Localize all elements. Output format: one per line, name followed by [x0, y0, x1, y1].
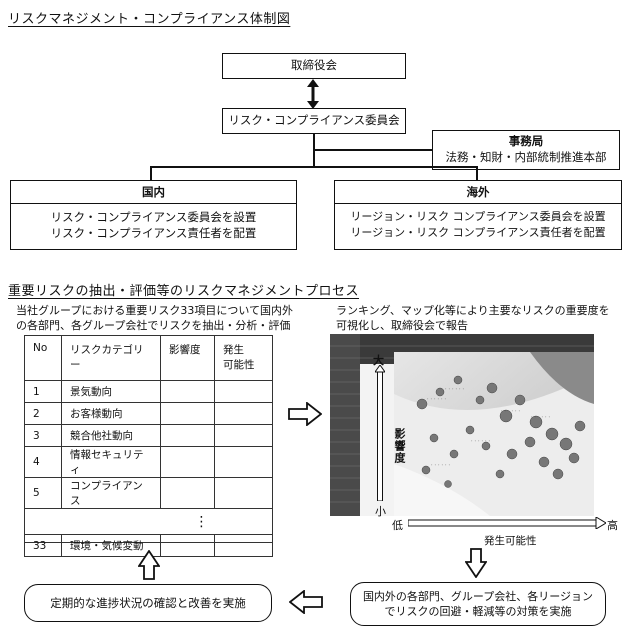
- row-impact: [160, 477, 215, 509]
- row-probability: [214, 402, 273, 425]
- step1-line-1: 当社グループにおける重要リスク33項目について国内外: [16, 304, 294, 317]
- row-probability: [214, 446, 273, 478]
- board-box: 取締役会: [222, 53, 406, 79]
- row-no: 4: [24, 446, 62, 478]
- step2-line-1: ランキング、マップ化等により主要なリスクの重要度を: [336, 304, 610, 317]
- down-arrow-icon: [465, 548, 487, 578]
- step4-box: 定期的な進捗状況の確認と改善を実施: [24, 584, 272, 622]
- x-axis-low-label: 低: [392, 519, 403, 532]
- table-ellipsis: ⋮: [194, 513, 209, 530]
- header-probability-label: 発生 可能性: [223, 344, 255, 371]
- y-axis-label: 影響度: [393, 428, 406, 464]
- domestic-title: 国内: [11, 181, 296, 204]
- row-impact: [160, 424, 215, 447]
- secretariat-link-line: [313, 149, 432, 151]
- row-probability: [214, 380, 273, 403]
- row-category: 景気動向: [61, 380, 161, 403]
- domestic-line-2: リスク・コンプライアンス責任者を配置: [50, 226, 257, 241]
- row-impact: [160, 380, 215, 403]
- committee-label: リスク・コンプライアンス委員会: [228, 113, 400, 128]
- domestic-drop-line: [150, 166, 152, 180]
- overseas-box: 海外 リージョン・リスク コンプライアンス委員会を設置 リージョン・リスク コン…: [334, 180, 622, 250]
- svg-text:・・・・・・: ・・・・・・: [444, 387, 465, 391]
- y-axis-high-label: 大: [373, 354, 384, 367]
- secretariat-title: 事務局: [508, 134, 544, 149]
- step3-line-2: でリスクの回避・軽減等の対策を実施: [384, 605, 572, 618]
- svg-text:・・・・・・: ・・・・・・: [426, 397, 447, 401]
- row-category: 環境・気候変動: [61, 534, 161, 557]
- step1-text: 当社グループにおける重要リスク33項目について国内外 の各部門、各グループ会社で…: [16, 303, 316, 334]
- overseas-drop-line: [476, 166, 478, 180]
- left-arrow-icon: [289, 590, 323, 614]
- header-probability: 発生 可能性: [214, 335, 273, 381]
- row-category: コンプライアンス: [61, 477, 161, 509]
- row-no: 1: [24, 380, 62, 403]
- overseas-line-2: リージョン・リスク コンプライアンス責任者を配置: [350, 225, 606, 239]
- overseas-title: 海外: [335, 181, 621, 204]
- row-no: 2: [24, 402, 62, 425]
- secretariat-box: 事務局 法務・知財・内部統制推進本部: [432, 130, 620, 170]
- header-impact: 影響度: [160, 335, 215, 381]
- row-category: 情報セキュリティ: [61, 446, 161, 478]
- table-header-row: No リスクカテゴリー 影響度 発生 可能性: [24, 335, 273, 381]
- committee-box: リスク・コンプライアンス委員会: [222, 108, 406, 134]
- row-impact: [160, 534, 215, 557]
- risk-map-image: ・・・・・・・・・・・・ ・・・・・・・・・・・・ ・・・・・・・・・・・・: [330, 334, 594, 516]
- up-arrow-icon: [138, 550, 160, 580]
- right-arrow-icon: [288, 402, 322, 426]
- x-axis-label: 発生可能性: [484, 535, 537, 547]
- row-probability: [214, 477, 273, 509]
- branch-line: [150, 166, 477, 168]
- step3-line-1: 国内外の各部門、グループ会社、各リージョン: [362, 589, 594, 603]
- process-title: 重要リスクの抽出・評価等のリスクマネジメントプロセス: [8, 284, 360, 299]
- row-probability: [214, 424, 273, 447]
- y-axis-low-label: 小: [375, 505, 386, 518]
- svg-text:・・・・・・: ・・・・・・: [500, 409, 521, 413]
- domestic-line-1: リスク・コンプライアンス委員会を設置: [50, 210, 257, 224]
- row-category: お客様動向: [61, 402, 161, 425]
- row-no: 5: [24, 477, 62, 509]
- table-gap-row: ⋮: [24, 508, 273, 535]
- svg-text:・・・・・・: ・・・・・・: [530, 415, 551, 419]
- y-axis-arrow: [375, 365, 385, 501]
- row-impact: [160, 446, 215, 478]
- row-impact: [160, 402, 215, 425]
- row-no: 3: [24, 424, 62, 447]
- step2-line-2: 可視化し、取締役会で報告: [336, 319, 468, 333]
- step1-line-2: の各部門、各グループ会社でリスクを抽出・分析・評価: [16, 319, 291, 333]
- double-arrow-icon: [307, 79, 319, 109]
- secretariat-body: 法務・知財・内部統制推進本部: [445, 150, 607, 164]
- svg-text:・・・・・・: ・・・・・・: [470, 439, 491, 443]
- step2-text: ランキング、マップ化等により主要なリスクの重要度を 可視化し、取締役会で報告: [336, 303, 631, 334]
- row-category: 競合他社動向: [61, 424, 161, 447]
- board-label: 取締役会: [291, 58, 337, 73]
- x-axis-high-label: 高: [607, 519, 618, 532]
- step4-label: 定期的な進捗状況の確認と改善を実施: [50, 595, 246, 610]
- header-category: リスクカテゴリー: [61, 335, 161, 381]
- domestic-box: 国内 リスク・コンプライアンス委員会を設置 リスク・コンプライアンス責任者を配置: [10, 180, 297, 250]
- x-axis-arrow: [408, 517, 606, 529]
- step3-box: 国内外の各部門、グループ会社、各リージョン でリスクの回避・軽減等の対策を実施: [350, 582, 606, 626]
- row-probability: [214, 534, 273, 557]
- row-no: 33: [24, 534, 62, 557]
- overseas-line-1: リージョン・リスク コンプライアンス委員会を設置: [350, 210, 606, 223]
- header-no: No: [24, 335, 62, 381]
- svg-text:・・・・・・: ・・・・・・: [430, 463, 451, 467]
- org-chart-title: リスクマネジメント・コンプライアンス体制図: [8, 12, 291, 27]
